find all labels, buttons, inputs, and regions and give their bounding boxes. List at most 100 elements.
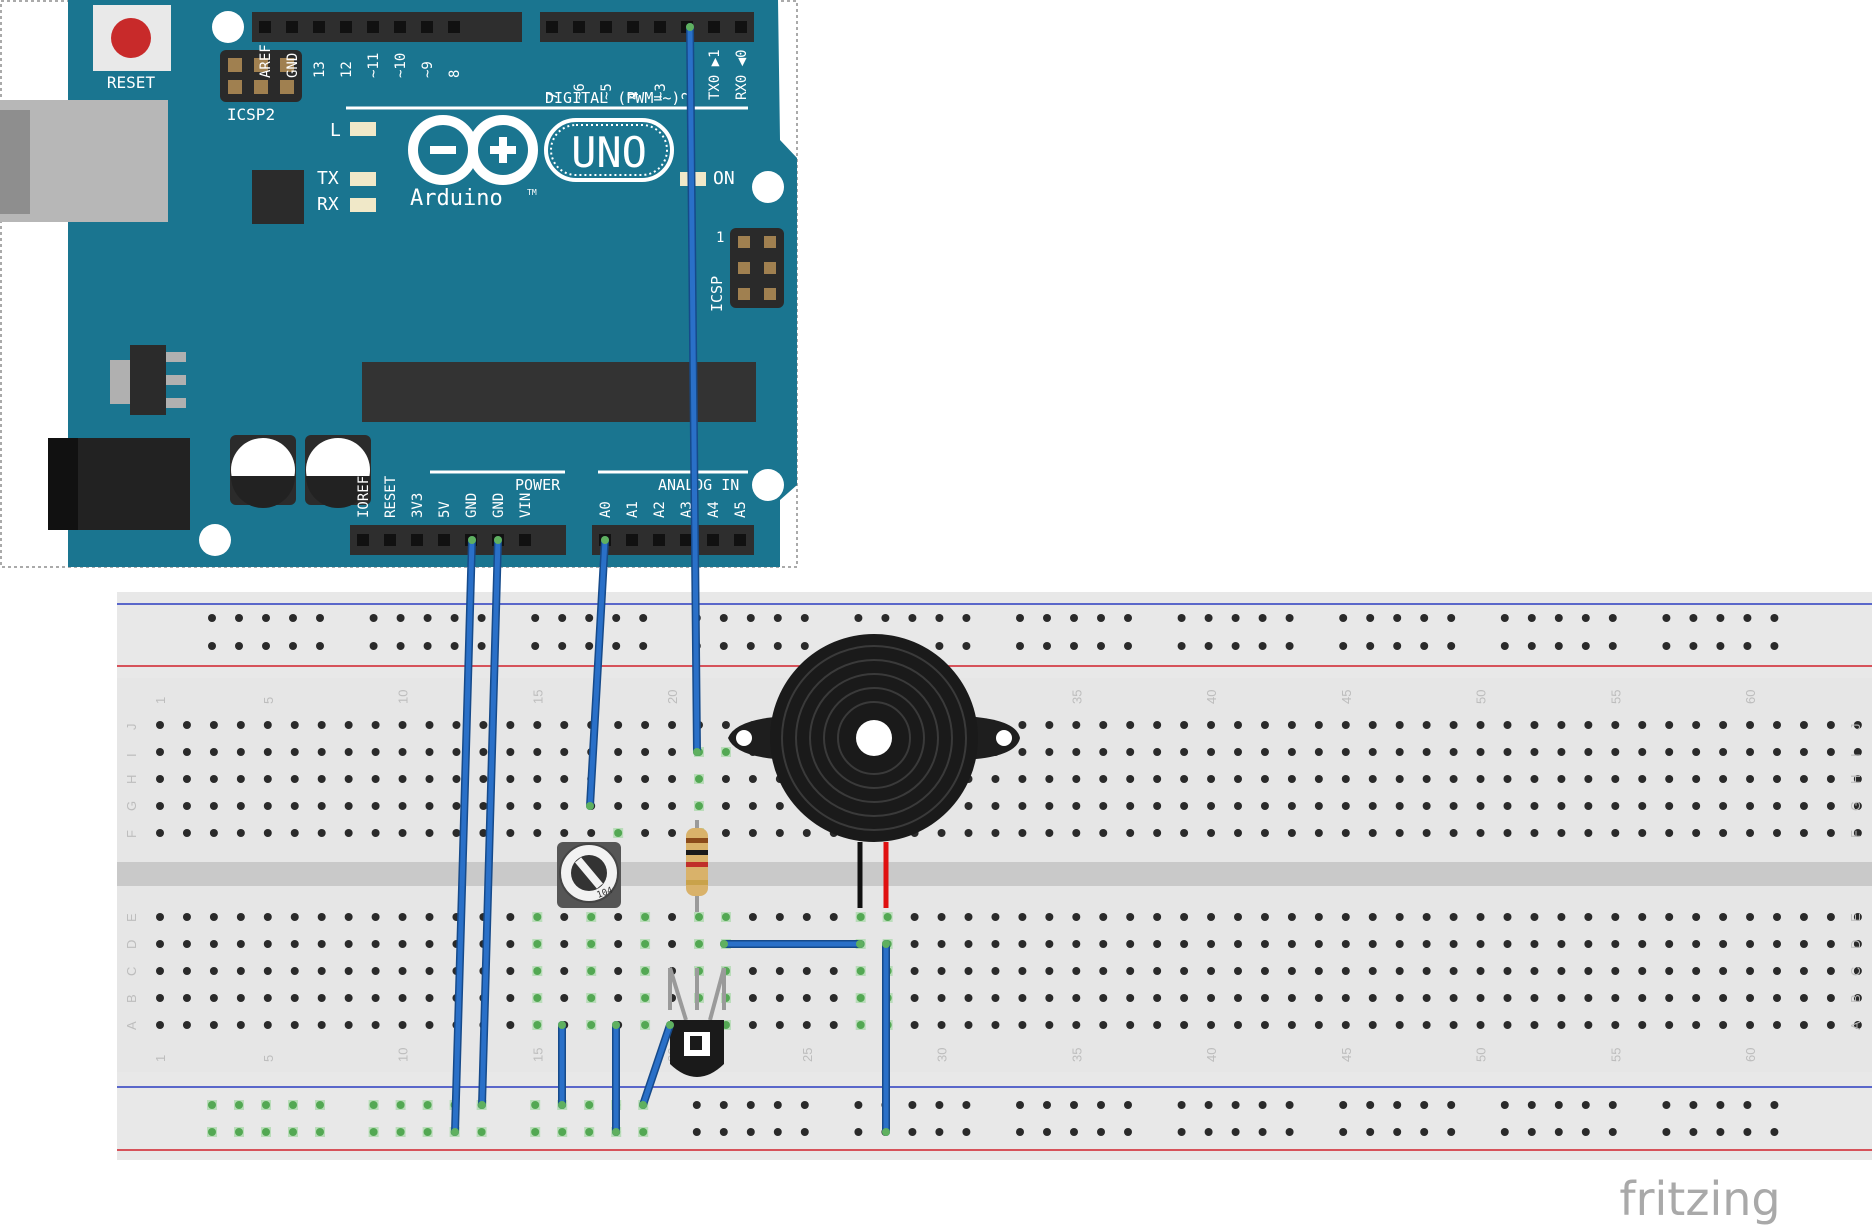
- breadboard-hole[interactable]: [1207, 829, 1216, 837]
- breadboard-hole[interactable]: [668, 802, 677, 810]
- breadboard-hole[interactable]: [1746, 967, 1755, 975]
- breadboard-hole[interactable]: [748, 802, 757, 810]
- breadboard-hole[interactable]: [719, 614, 728, 622]
- breadboard-hole[interactable]: [1853, 829, 1862, 837]
- breadboard-hole[interactable]: [316, 1101, 324, 1109]
- breadboard-hole[interactable]: [1395, 994, 1404, 1002]
- breadboard-hole[interactable]: [1204, 642, 1213, 650]
- breadboard-hole[interactable]: [1584, 940, 1593, 948]
- breadboard-hole[interactable]: [317, 829, 326, 837]
- breadboard-hole[interactable]: [1018, 1021, 1027, 1029]
- breadboard-hole[interactable]: [1153, 994, 1162, 1002]
- breadboard-hole[interactable]: [477, 1128, 486, 1136]
- breadboard-hole[interactable]: [1608, 1101, 1617, 1109]
- breadboard-hole[interactable]: [935, 1101, 944, 1109]
- breadboard-hole[interactable]: [236, 1021, 245, 1029]
- breadboard-hole[interactable]: [1045, 1021, 1054, 1029]
- breadboard-hole[interactable]: [1258, 642, 1267, 650]
- breadboard-hole[interactable]: [1045, 802, 1054, 810]
- breadboard-hole[interactable]: [1476, 721, 1485, 729]
- breadboard-hole[interactable]: [641, 775, 650, 783]
- breadboard-hole[interactable]: [614, 940, 623, 948]
- breadboard-hole[interactable]: [1180, 994, 1189, 1002]
- breadboard-hole[interactable]: [1099, 748, 1108, 756]
- breadboard-hole[interactable]: [1234, 913, 1242, 921]
- breadboard-hole[interactable]: [991, 967, 1000, 975]
- breadboard-hole[interactable]: [802, 1021, 811, 1029]
- breadboard-hole[interactable]: [263, 994, 272, 1002]
- breadboard-hole[interactable]: [746, 1101, 755, 1109]
- breadboard-hole[interactable]: [1180, 913, 1189, 921]
- breadboard-hole[interactable]: [533, 802, 542, 810]
- breadboard-hole[interactable]: [263, 802, 272, 810]
- npn-transistor[interactable]: [668, 967, 726, 1077]
- breadboard-hole[interactable]: [587, 829, 596, 837]
- breadboard-hole[interactable]: [1422, 940, 1431, 948]
- breadboard-hole[interactable]: [721, 802, 730, 810]
- breadboard-hole[interactable]: [1611, 1021, 1620, 1029]
- breadboard-hole[interactable]: [1692, 721, 1701, 729]
- breadboard-hole[interactable]: [371, 775, 380, 783]
- breadboard-hole[interactable]: [1773, 994, 1781, 1002]
- breadboard-hole[interactable]: [1692, 994, 1701, 1002]
- breadboard-hole[interactable]: [1503, 721, 1512, 729]
- breadboard-hole[interactable]: [668, 940, 677, 948]
- breadboard-hole[interactable]: [1420, 1101, 1429, 1109]
- breadboard-hole[interactable]: [1180, 775, 1189, 783]
- breadboard-hole[interactable]: [1097, 614, 1105, 622]
- breadboard-hole[interactable]: [1773, 775, 1781, 783]
- breadboard-hole[interactable]: [721, 775, 730, 783]
- breadboard-hole[interactable]: [1016, 614, 1024, 622]
- breadboard-hole[interactable]: [1719, 775, 1728, 783]
- breadboard-hole[interactable]: [1449, 748, 1458, 756]
- breadboard-hole[interactable]: [263, 967, 272, 975]
- breadboard-hole[interactable]: [1527, 642, 1536, 650]
- breadboard-hole[interactable]: [1124, 614, 1132, 622]
- breadboard-hole[interactable]: [369, 1101, 378, 1109]
- breadboard-hole[interactable]: [371, 802, 380, 810]
- breadboard-hole[interactable]: [344, 775, 353, 783]
- power-pin[interactable]: [357, 534, 369, 546]
- breadboard-hole[interactable]: [1153, 829, 1162, 837]
- breadboard-hole[interactable]: [639, 614, 648, 622]
- breadboard-hole[interactable]: [1584, 748, 1593, 756]
- breadboard-hole[interactable]: [964, 967, 973, 975]
- breadboard-hole[interactable]: [1314, 994, 1323, 1002]
- breadboard-hole[interactable]: [1799, 802, 1808, 810]
- breadboard-hole[interactable]: [1072, 721, 1081, 729]
- breadboard-hole[interactable]: [773, 1128, 782, 1136]
- breadboard-hole[interactable]: [452, 829, 461, 837]
- breadboard-hole[interactable]: [396, 642, 405, 650]
- breadboard-hole[interactable]: [1043, 642, 1051, 650]
- breadboard-hole[interactable]: [1665, 994, 1674, 1002]
- breadboard-hole[interactable]: [964, 940, 973, 948]
- breadboard-hole[interactable]: [506, 994, 515, 1002]
- breadboard-hole[interactable]: [262, 1101, 270, 1109]
- breadboard-hole[interactable]: [506, 775, 515, 783]
- jumper-wire[interactable]: [587, 537, 608, 809]
- breadboard-hole[interactable]: [937, 829, 946, 837]
- breadboard-hole[interactable]: [1153, 967, 1162, 975]
- breadboard-hole[interactable]: [1099, 775, 1108, 783]
- breadboard-hole[interactable]: [1665, 721, 1674, 729]
- digital-pin[interactable]: [627, 21, 639, 33]
- breadboard-hole[interactable]: [641, 748, 650, 756]
- breadboard-hole[interactable]: [371, 967, 380, 975]
- breadboard-hole[interactable]: [452, 748, 461, 756]
- breadboard-hole[interactable]: [775, 829, 784, 837]
- breadboard-hole[interactable]: [991, 1021, 1000, 1029]
- breadboard-hole[interactable]: [425, 1021, 434, 1029]
- digital-pin[interactable]: [313, 21, 325, 33]
- breadboard-hole[interactable]: [1853, 802, 1862, 810]
- breadboard-hole[interactable]: [1072, 748, 1081, 756]
- breadboard-hole[interactable]: [721, 829, 730, 837]
- breadboard-hole[interactable]: [1449, 829, 1458, 837]
- breadboard-hole[interactable]: [748, 829, 757, 837]
- digital-pin[interactable]: [394, 21, 406, 33]
- breadboard-hole[interactable]: [1527, 614, 1536, 622]
- breadboard-hole[interactable]: [479, 829, 488, 837]
- breadboard-hole[interactable]: [775, 802, 784, 810]
- breadboard-hole[interactable]: [1853, 913, 1862, 921]
- breadboard-hole[interactable]: [1395, 748, 1404, 756]
- breadboard-hole[interactable]: [962, 614, 971, 622]
